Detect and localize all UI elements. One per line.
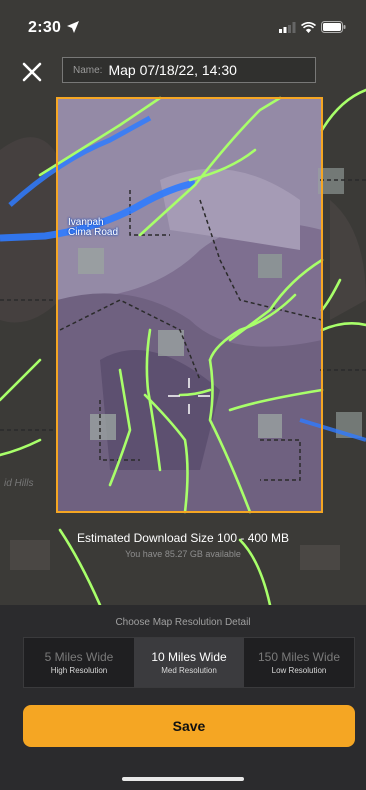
hills-label: id Hills <box>4 478 34 489</box>
resolution-option-150-miles[interactable]: 150 Miles Wide Low Resolution <box>244 638 354 687</box>
signal-icon <box>279 21 296 33</box>
resolution-option-10-miles[interactable]: 10 Miles Wide Med Resolution <box>134 638 244 687</box>
location-arrow-icon <box>67 21 79 33</box>
road-label: Ivanpah Cima Road <box>68 217 119 238</box>
option-sublabel: Low Resolution <box>271 666 327 675</box>
map-name-field[interactable]: Name: Map 07/18/22, 14:30 <box>62 57 316 83</box>
option-sublabel: High Resolution <box>50 666 108 675</box>
download-selection-frame[interactable] <box>56 97 323 513</box>
bottom-panel <box>0 605 366 790</box>
estimated-download-size: Estimated Download Size 100 - 400 MB <box>76 531 290 545</box>
save-button[interactable]: Save <box>23 705 355 747</box>
battery-icon <box>321 21 346 33</box>
status-bar: 2:30 <box>0 0 366 44</box>
map-name-value[interactable]: Map 07/18/22, 14:30 <box>108 62 237 78</box>
storage-available: You have 85.27 GB available <box>125 549 241 559</box>
option-label: 5 Miles Wide <box>44 650 114 664</box>
resolution-segmented-control: 5 Miles Wide High Resolution 10 Miles Wi… <box>23 637 355 688</box>
option-label: 150 Miles Wide <box>257 650 341 664</box>
map-view[interactable]: Ivanpah Cima Road id Hills Estimated Dow… <box>0 0 366 605</box>
option-label: 10 Miles Wide <box>151 650 227 664</box>
map-canvas <box>0 88 366 605</box>
option-sublabel: Med Resolution <box>161 666 217 675</box>
resolution-option-5-miles[interactable]: 5 Miles Wide High Resolution <box>24 638 134 687</box>
close-icon[interactable] <box>18 58 46 86</box>
name-label: Name: <box>73 64 103 76</box>
status-time: 2:30 <box>28 19 62 36</box>
home-indicator <box>122 777 244 781</box>
resolution-title: Choose Map Resolution Detail <box>115 617 251 628</box>
wifi-icon <box>301 21 316 33</box>
